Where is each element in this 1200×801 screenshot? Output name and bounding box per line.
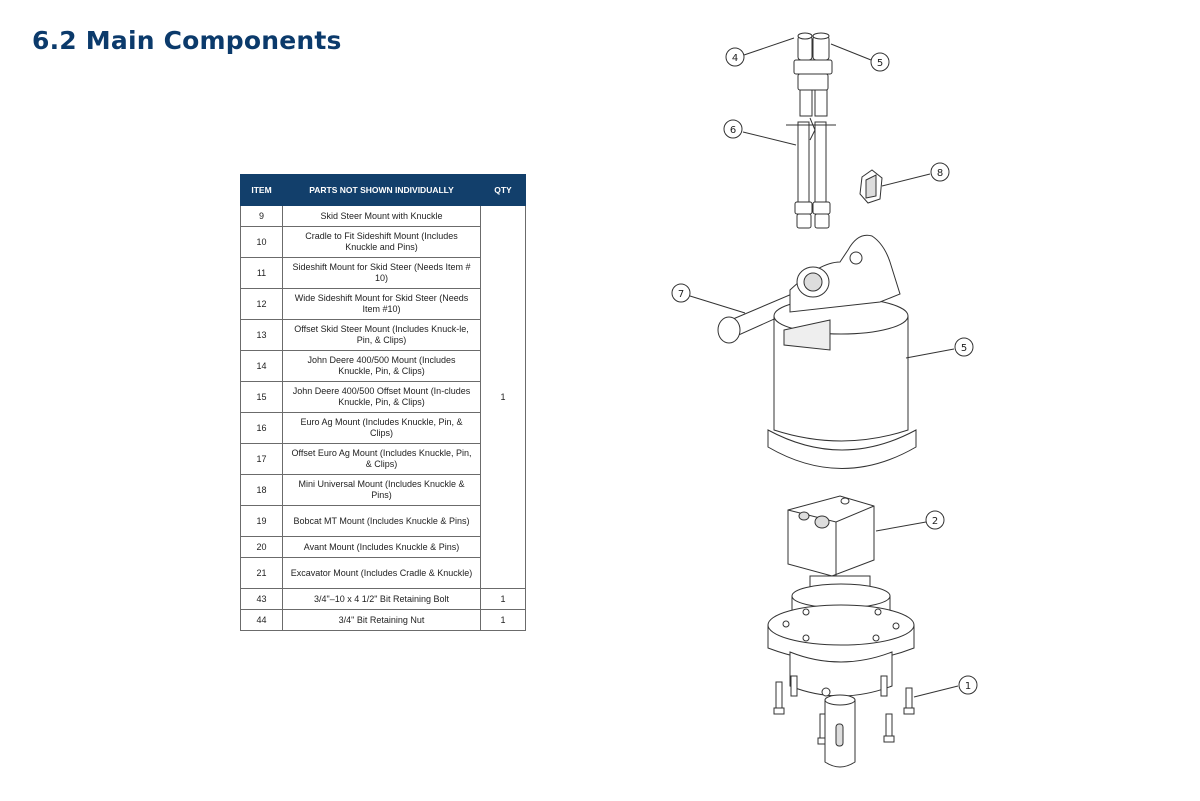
- merged-qty-cell: 1: [480, 205, 526, 589]
- callout-label: 6: [730, 125, 736, 136]
- item-number: 19: [240, 505, 283, 537]
- item-number: 14: [240, 350, 283, 382]
- callout-label: 1: [965, 681, 971, 692]
- header-qty: QTY: [480, 174, 526, 206]
- item-number: 21: [240, 557, 283, 589]
- header-parts: PARTS NOT SHOWN INDIVIDUALLY: [282, 174, 481, 206]
- item-number: 44: [240, 609, 283, 631]
- callout-5-lower: [954, 337, 974, 357]
- item-number: 17: [240, 443, 283, 475]
- part-description: Cradle to Fit Sideshift Mount (Includes …: [282, 226, 481, 258]
- callout-7: [671, 283, 691, 303]
- callout-label: 5: [877, 58, 883, 69]
- item-number: 15: [240, 381, 283, 413]
- callout-label: 2: [932, 516, 938, 527]
- parts-table: ITEM PARTS NOT SHOWN INDIVIDUALLY QTY 9 …: [240, 174, 526, 631]
- lynch-pin-clip: [859, 169, 883, 204]
- table-row: 17 Offset Euro Ag Mount (Includes Knuckl…: [240, 443, 526, 475]
- part-description: Excavator Mount (Includes Cradle & Knuck…: [282, 557, 481, 589]
- table-row: 12 Wide Sideshift Mount for Skid Steer (…: [240, 288, 526, 320]
- callout-6: [723, 119, 743, 139]
- item-number: 10: [240, 226, 283, 258]
- qty-cell: 1: [480, 609, 526, 631]
- table-row: 15 John Deere 400/500 Offset Mount (In-c…: [240, 381, 526, 413]
- gearbox-flange: [767, 583, 915, 697]
- callout-8: [930, 162, 950, 182]
- callout-label: 7: [678, 289, 684, 300]
- item-number: 43: [240, 588, 283, 610]
- item-number: 20: [240, 536, 283, 558]
- callout-label: 4: [732, 53, 738, 64]
- gearbox-block: [787, 495, 875, 599]
- table-row: 44 3/4" Bit Retaining Nut 1: [240, 609, 526, 631]
- item-number: 12: [240, 288, 283, 320]
- exploded-auger-diagram: 4 5 6 8 7 5 2 1: [671, 32, 978, 768]
- part-description: John Deere 400/500 Mount (Includes Knuck…: [282, 350, 481, 382]
- table-header-row: ITEM PARTS NOT SHOWN INDIVIDUALLY QTY: [240, 174, 526, 206]
- header-item: ITEM: [240, 174, 283, 206]
- callout-4: [725, 47, 745, 67]
- output-shaft: [824, 694, 856, 768]
- table-row: 19 Bobcat MT Mount (Includes Knuckle & P…: [240, 505, 526, 537]
- item-number: 13: [240, 319, 283, 351]
- part-description: Euro Ag Mount (Includes Knuckle, Pin, & …: [282, 412, 481, 444]
- part-description: Offset Euro Ag Mount (Includes Knuckle, …: [282, 443, 481, 475]
- item-number: 18: [240, 474, 283, 506]
- part-description: Avant Mount (Includes Knuckle & Pins): [282, 536, 481, 558]
- item-number: 9: [240, 205, 283, 227]
- part-description: Offset Skid Steer Mount (Includes Knuck-…: [282, 319, 481, 351]
- table-row: 11 Sideshift Mount for Skid Steer (Needs…: [240, 257, 526, 289]
- callout-bubbles: [671, 47, 978, 695]
- page-title: 6.2 Main Components: [32, 26, 342, 55]
- table-row: 14 John Deere 400/500 Mount (Includes Kn…: [240, 350, 526, 382]
- item-number: 16: [240, 412, 283, 444]
- part-description: Skid Steer Mount with Knuckle: [282, 205, 481, 227]
- table-row: 43 3/4"–10 x 4 1/2" Bit Retaining Bolt 1: [240, 588, 526, 610]
- part-description: Sideshift Mount for Skid Steer (Needs It…: [282, 257, 481, 289]
- qty-cell: 1: [480, 588, 526, 610]
- part-description: Wide Sideshift Mount for Skid Steer (Nee…: [282, 288, 481, 320]
- part-description: Mini Universal Mount (Includes Knuckle &…: [282, 474, 481, 506]
- item-number: 11: [240, 257, 283, 289]
- part-description: John Deere 400/500 Offset Mount (In-clud…: [282, 381, 481, 413]
- callout-leaders: [689, 37, 959, 698]
- part-description: Bobcat MT Mount (Includes Knuckle & Pins…: [282, 505, 481, 537]
- callout-label: 5: [961, 343, 967, 354]
- part-description: 3/4"–10 x 4 1/2" Bit Retaining Bolt: [282, 588, 481, 610]
- callout-1: [958, 675, 978, 695]
- callout-label: 8: [937, 168, 943, 179]
- table-row: 16 Euro Ag Mount (Includes Knuckle, Pin,…: [240, 412, 526, 444]
- table-row: 13 Offset Skid Steer Mount (Includes Knu…: [240, 319, 526, 351]
- hydraulic-hoses: [786, 117, 836, 229]
- hydraulic-fittings: [793, 32, 833, 117]
- motor-housing: [767, 234, 917, 469]
- part-description: 3/4" Bit Retaining Nut: [282, 609, 481, 631]
- callout-2: [925, 510, 945, 530]
- callout-5-upper: [870, 52, 890, 72]
- table-row: 9 Skid Steer Mount with Knuckle 1: [240, 205, 526, 589]
